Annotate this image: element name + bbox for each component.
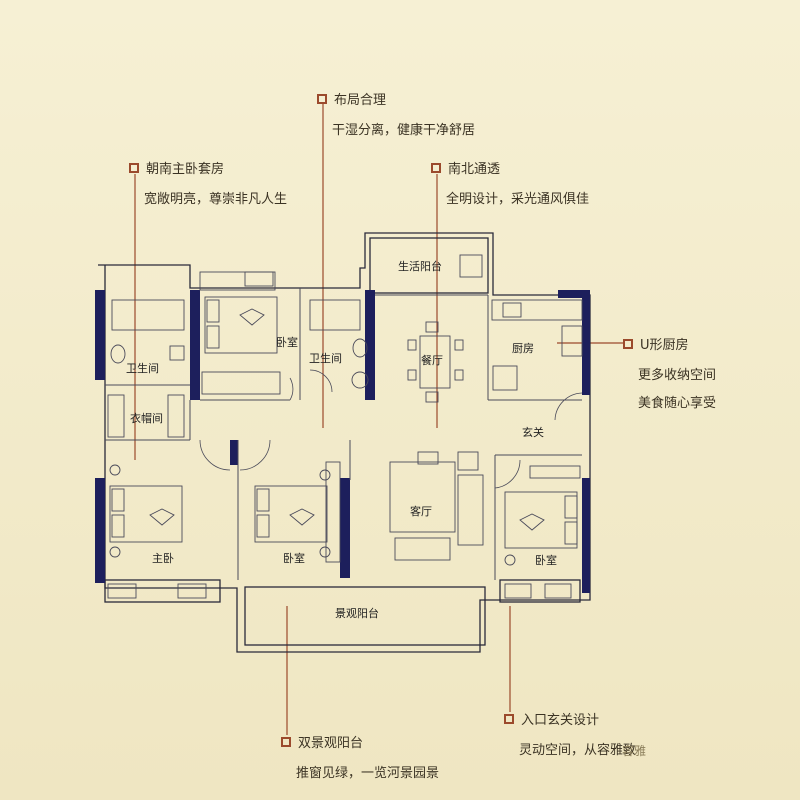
room-label-kitchen: 厨房: [512, 342, 534, 355]
bullet-square-icon: [623, 338, 633, 349]
room-label-bedroom3: 卧室: [535, 553, 557, 567]
callout-ns-desc: 全明设计，采光通风俱佳: [446, 192, 590, 207]
callout-layout-desc: 干湿分离，健康干净舒居: [332, 123, 476, 138]
callout-entrance: 入口玄关设计 灵动空间，从容雅致: [504, 709, 636, 758]
callout-layout: 布局合理 干湿分离，健康干净舒居: [317, 89, 475, 138]
callout-ns: 南北通透 全明设计，采光通风俱佳: [431, 158, 589, 207]
room-label-living: 客厅: [410, 504, 432, 518]
callout-kitchen-title: U形厨房: [640, 338, 689, 353]
room-label-living-balcony: 生活阳台: [398, 259, 442, 273]
room-label-bath2: 卫生间: [309, 351, 342, 365]
watermark: 容雅: [622, 744, 647, 758]
room-label-foyer: 玄关: [522, 425, 544, 439]
bullet-square-icon: [504, 713, 514, 724]
callout-kitchen: U形厨房 更多收纳空间 美食随心享受: [623, 334, 716, 411]
room-label-bath1: 卫生间: [126, 361, 159, 375]
room-label-cloakroom: 衣帽间: [130, 411, 163, 425]
callout-layout-title: 布局合理: [334, 93, 387, 108]
callout-master-desc: 宽敞明亮，尊崇非凡人生: [144, 192, 288, 207]
callout-entrance-desc: 灵动空间，从容雅致: [519, 743, 637, 758]
callout-balcony-title: 双景观阳台: [298, 736, 364, 751]
bullet-square-icon: [431, 162, 441, 173]
bullet-square-icon: [317, 93, 327, 104]
bullet-square-icon: [129, 162, 139, 173]
room-label-master: 主卧: [152, 552, 174, 565]
callout-kitchen-desc2: 美食随心享受: [638, 396, 717, 411]
bullet-square-icon: [281, 736, 291, 747]
callout-master: 朝南主卧套房 宽敞明亮，尊崇非凡人生: [129, 158, 287, 207]
callout-ns-title: 南北通透: [448, 162, 501, 177]
callout-kitchen-desc: 更多收纳空间: [638, 368, 717, 383]
room-label-bedroom1: 卧室: [276, 335, 298, 349]
room-label-bedroom2: 卧室: [283, 551, 305, 565]
room-label-dining: 餐厅: [421, 353, 443, 367]
callout-entrance-title: 入口玄关设计: [521, 713, 600, 728]
callout-balcony-desc: 推窗见绿，一览河景园景: [296, 766, 440, 781]
callout-balcony: 双景观阳台 推窗见绿，一览河景园景: [281, 732, 439, 781]
callout-master-title: 朝南主卧套房: [146, 162, 225, 177]
room-label-scenic-balcony: 景观阳台: [335, 606, 379, 620]
